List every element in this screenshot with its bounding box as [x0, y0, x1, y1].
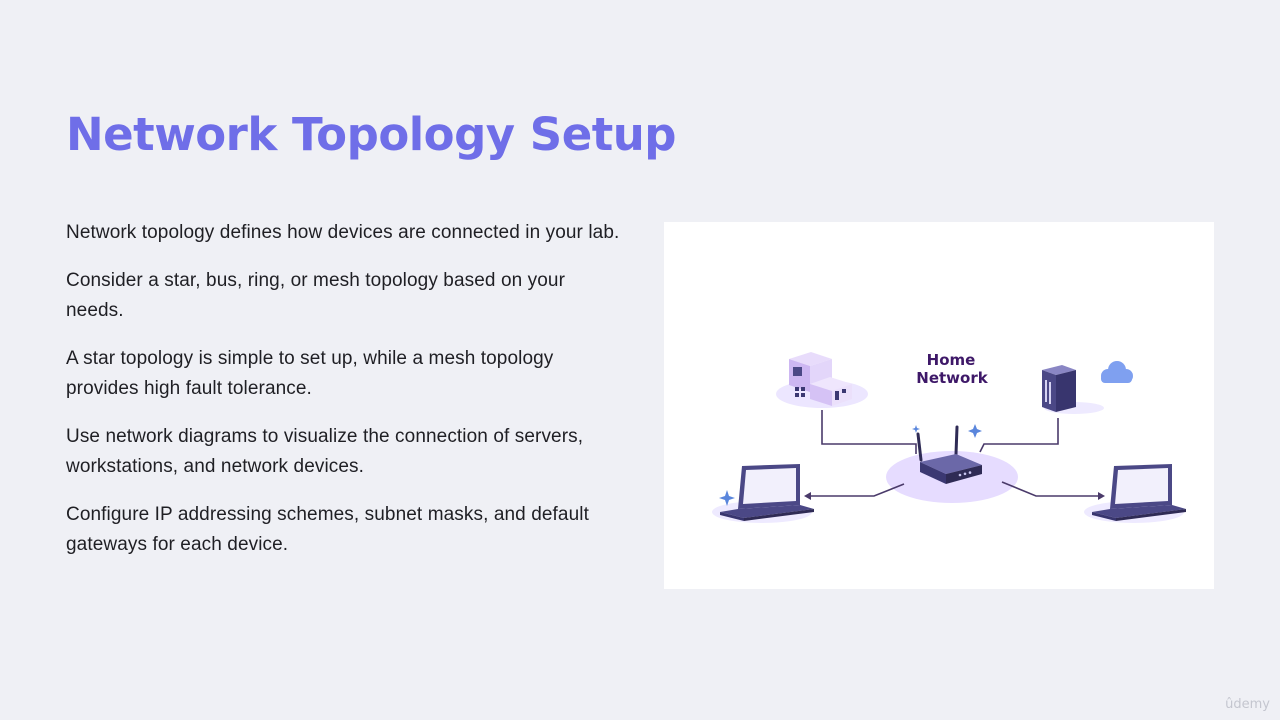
arrow-head — [1098, 492, 1105, 500]
network-diagram-svg: Home Network — [712, 351, 1186, 523]
server-tower-icon — [1042, 365, 1076, 412]
bullet-list: Network topology defines how devices are… — [66, 218, 626, 578]
diagram-label-home: Home — [927, 351, 976, 369]
arrow-head — [804, 492, 811, 500]
connection-lines — [811, 410, 1098, 497]
laptop-icon — [720, 464, 814, 521]
cloud-icon — [1101, 361, 1133, 383]
router-icon — [916, 425, 982, 484]
udemy-watermark: ûdemy — [1225, 697, 1270, 712]
bullet-item: Consider a star, bus, ring, or mesh topo… — [66, 270, 566, 321]
bullet-item: A star topology is simple to set up, whi… — [66, 348, 554, 399]
network-diagram-image: Home Network — [664, 222, 1214, 589]
diagram-label-network: Network — [916, 369, 988, 387]
slide-title: Network Topology Setup — [66, 108, 676, 161]
bullet-item: Use network diagrams to visualize the co… — [66, 426, 584, 477]
house-icon — [789, 352, 852, 406]
laptop-icon — [1092, 464, 1186, 521]
sparkle-icon — [719, 424, 982, 506]
bullet-item: Network topology defines how devices are… — [66, 222, 620, 243]
bullet-item: Configure IP addressing schemes, subnet … — [66, 504, 589, 555]
